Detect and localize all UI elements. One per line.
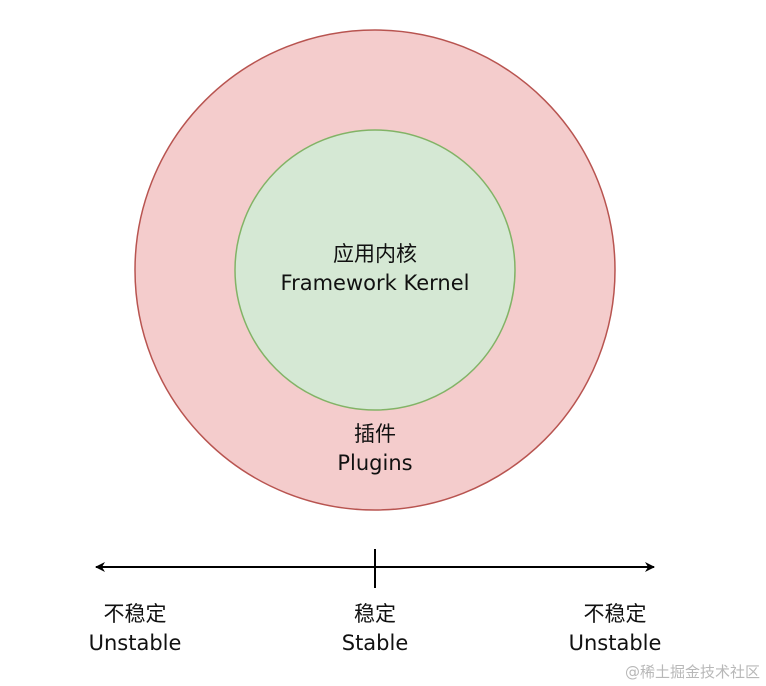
kernel-inner-circle [234,129,516,411]
axis-left-label: 不稳定 Unstable [35,600,235,658]
watermark: @稀土掘金技术社区 [624,663,760,681]
plugins-label: 插件 Plugins [275,420,475,478]
plugins-title-en: Plugins [337,451,413,475]
axis-right-label: 不稳定 Unstable [515,600,715,658]
axis-middle-label: 稳定 Stable [275,600,475,658]
kernel-title-zh: 应用内核 [333,242,417,266]
axis-middle-zh: 稳定 [354,602,396,626]
axis-left-zh: 不稳定 [103,602,167,626]
kernel-title-en: Framework Kernel [280,271,470,295]
axis-middle-en: Stable [341,631,409,655]
axis-left-en: Unstable [88,631,182,655]
kernel-label: 应用内核 Framework Kernel [225,240,525,298]
plugins-title-zh: 插件 [354,422,396,446]
axis-right-en: Unstable [568,631,662,655]
axis-right-zh: 不稳定 [583,602,647,626]
